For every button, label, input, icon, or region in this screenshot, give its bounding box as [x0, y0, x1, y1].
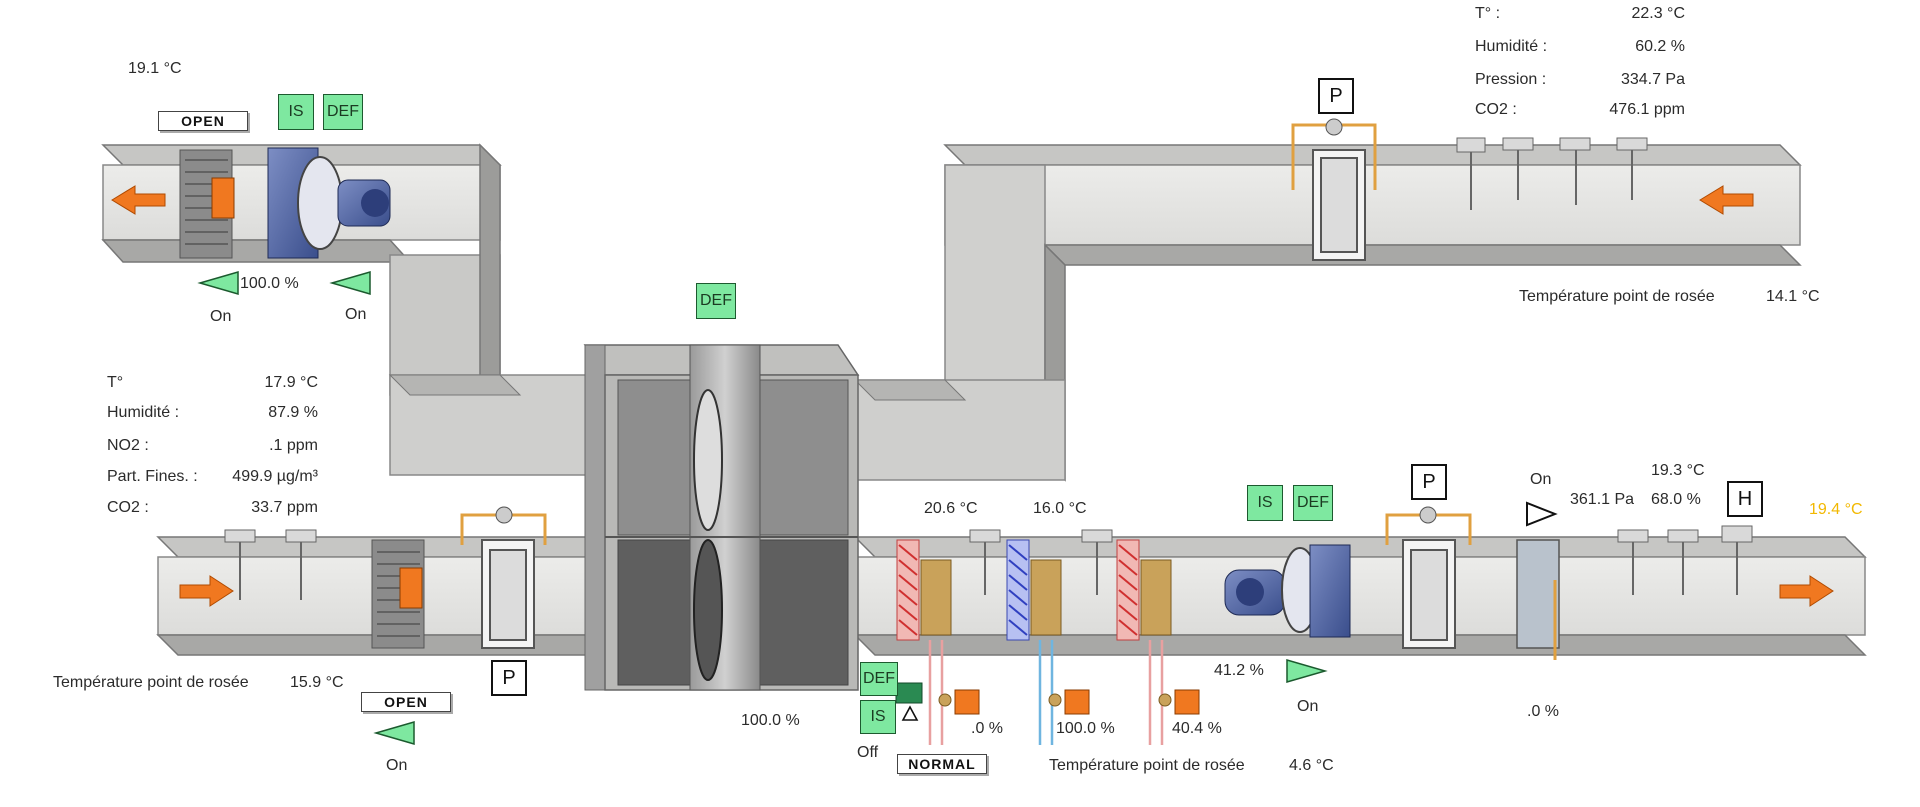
heating-coil-1	[896, 539, 952, 641]
heat-recovery-wheel	[583, 344, 860, 691]
cooling-coil	[1006, 539, 1062, 641]
exhaust-arrow-left	[111, 185, 166, 215]
duct-probes	[239, 150, 1738, 600]
valve-1-percent: .0 %	[971, 720, 1004, 737]
exhaust-damper-percent: 100.0 %	[240, 275, 299, 292]
fresh-dewpoint-label: Température point de rosée	[53, 674, 249, 691]
fresh-air-filter	[481, 539, 535, 649]
coil-pipes	[928, 640, 1164, 745]
fresh-air-damper	[371, 539, 425, 649]
valve-3-percent: 40.4 %	[1172, 720, 1222, 737]
exhaust-fan-def-badge[interactable]: DEF	[323, 94, 363, 130]
exhaust-mid-duct	[388, 374, 591, 476]
fresh-humidity-value: 87.9 %	[268, 404, 318, 421]
valve-2-percent: 100.0 %	[1056, 720, 1115, 737]
supply-dewpoint-value: 4.6 °C	[1289, 757, 1334, 774]
exhaust-humidity-value: 60.2 %	[1635, 38, 1685, 55]
pump-status: Off	[857, 744, 879, 761]
fresh-temp-label: T°	[107, 374, 124, 391]
supply-filter	[1402, 539, 1456, 649]
duct-probe-heads	[224, 137, 1753, 543]
fresh-particles-label: Part. Fines. :	[107, 468, 198, 485]
exhaust-damper-state[interactable]: OPEN	[158, 111, 248, 131]
supply-temp-value: 19.3 °C	[1651, 462, 1705, 479]
supply-fan	[1224, 544, 1351, 638]
fresh-co2-value: 33.7 ppm	[251, 499, 318, 516]
coil-temp-2: 16.0 °C	[1033, 500, 1087, 517]
exhaust-dewpoint-value: 14.1 °C	[1766, 288, 1820, 305]
supply-damper-percent: .0 %	[1527, 703, 1560, 720]
heat-recovery-def-badge[interactable]: DEF	[696, 283, 736, 319]
pump-def-badge[interactable]: DEF	[860, 662, 898, 696]
fresh-no2-label: NO2 :	[107, 437, 149, 454]
exhaust-fan-indicator	[329, 271, 371, 295]
exhaust-damper-indicator	[197, 271, 239, 295]
supply-pressure-value: 361.1 Pa	[1570, 491, 1635, 508]
fresh-damper-state[interactable]: OPEN	[361, 692, 451, 712]
supply-fan-def-badge[interactable]: DEF	[1293, 485, 1333, 521]
pump-mode[interactable]: NORMAL	[897, 754, 987, 774]
supply-fan-indicator	[1286, 659, 1328, 683]
circulation-pump	[895, 682, 923, 721]
fresh-co2-label: CO2 :	[107, 499, 149, 516]
supply-dewpoint-label: Température point de rosée	[1049, 757, 1245, 774]
supply-fan-is-badge[interactable]: IS	[1247, 485, 1283, 521]
fresh-pressure-button[interactable]: P	[491, 660, 527, 696]
supply-humidity-button[interactable]: H	[1727, 481, 1763, 517]
heating-coil-2	[1116, 539, 1172, 641]
exhaust-pressure-label: Pression :	[1475, 71, 1547, 88]
pressure-gauge-fresh	[495, 506, 513, 524]
exhaust-pressure-button[interactable]: P	[1318, 78, 1354, 114]
supply-damper-indicator	[1526, 501, 1558, 527]
supply-humidity-value: 68.0 %	[1651, 491, 1701, 508]
pump-is-badge[interactable]: IS	[860, 700, 896, 734]
supply-fan-percent: 41.2 %	[1214, 662, 1264, 679]
supply-setpoint[interactable]: 19.4 °C	[1809, 501, 1863, 518]
supply-pressure-button[interactable]: P	[1411, 464, 1447, 500]
exhaust-humidity-label: Humidité :	[1475, 38, 1548, 55]
fresh-no2-value: .1 ppm	[269, 437, 318, 454]
exhaust-dewpoint-label: Température point de rosée	[1519, 288, 1715, 305]
exhaust-damper-status: On	[210, 308, 232, 325]
fresh-air-arrow	[179, 575, 234, 607]
exhaust-co2-label: CO2 :	[1475, 101, 1517, 118]
supply-damper	[1516, 539, 1560, 660]
valve-actuators	[938, 689, 1200, 715]
exhaust-fan	[267, 147, 391, 259]
exhaust-arrow-right	[1699, 185, 1754, 215]
pressure-gauge-exhaust	[1325, 118, 1343, 136]
fresh-dewpoint-value: 15.9 °C	[290, 674, 344, 691]
fresh-damper-indicator	[373, 721, 415, 745]
supply-damper-status: On	[1530, 471, 1552, 488]
exhaust-fan-is-badge[interactable]: IS	[278, 94, 314, 130]
exhaust-temp-value: 22.3 °C	[1631, 5, 1685, 22]
exhaust-filter	[1312, 149, 1366, 261]
supply-fan-status: On	[1297, 698, 1319, 715]
coil-temp-1: 20.6 °C	[924, 500, 978, 517]
exhaust-fan-status: On	[345, 306, 367, 323]
heat-recovery-percent: 100.0 %	[741, 712, 800, 729]
supply-arrow	[1779, 575, 1834, 607]
fresh-particles-value: 499.9 µg/m³	[232, 468, 318, 485]
fresh-damper-status: On	[386, 757, 408, 774]
fresh-humidity-label: Humidité :	[107, 404, 180, 421]
pressure-gauge-supply	[1419, 506, 1437, 524]
fresh-temp-value: 17.9 °C	[264, 374, 318, 391]
exhaust-damper	[179, 149, 235, 259]
exhaust-pressure-value: 334.7 Pa	[1620, 71, 1685, 88]
exhaust-temp-label: T° :	[1475, 5, 1501, 22]
exhaust-co2-value: 476.1 ppm	[1609, 101, 1685, 118]
exhaust-left-temperature: 19.1 °C	[128, 60, 182, 77]
